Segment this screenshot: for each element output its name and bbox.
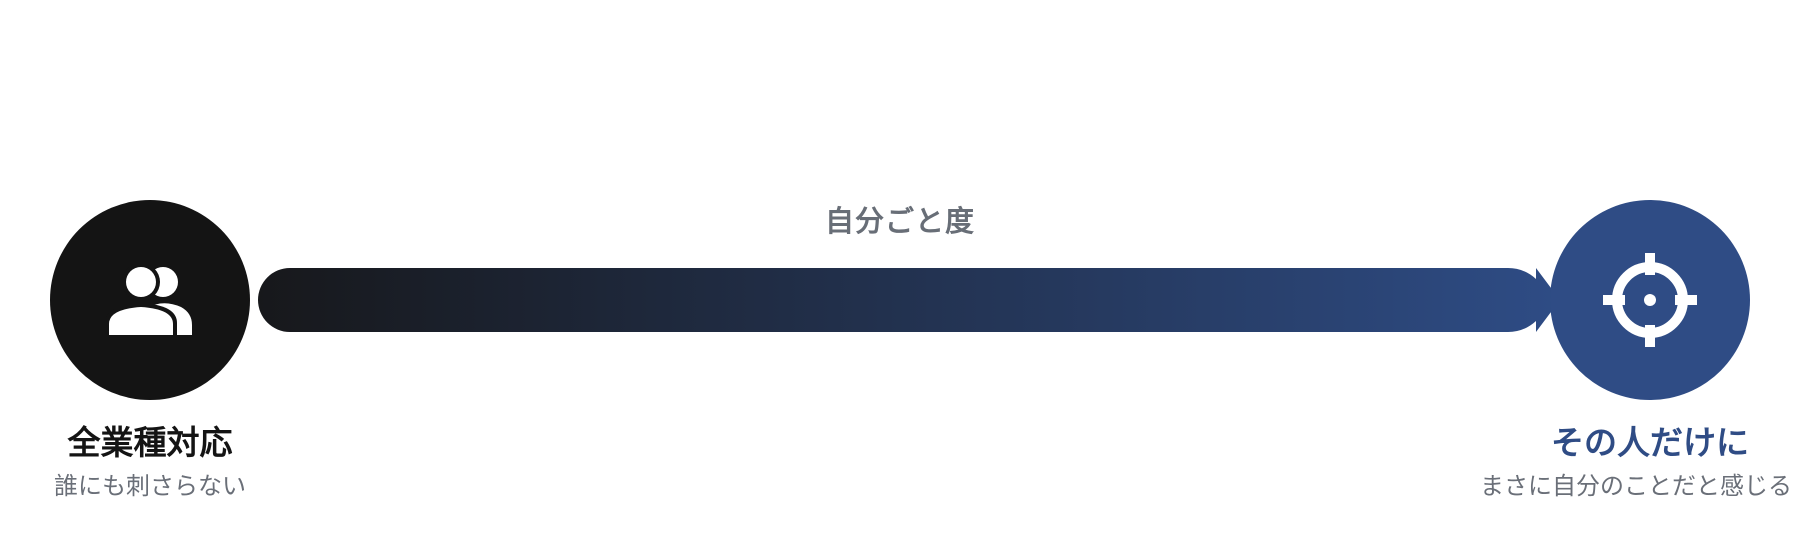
front-person	[105, 263, 177, 339]
start-subtitle: 誰にも刺さらない	[54, 472, 246, 500]
start-title: 全業種対応	[67, 423, 233, 462]
end-title: その人だけに	[1551, 423, 1749, 462]
spectrum-arrow	[258, 255, 1560, 345]
crosshair-target-icon	[1595, 245, 1705, 355]
arrow-shaft	[258, 268, 1560, 332]
generic-audience-node	[50, 200, 250, 400]
end-subtitle: まさに自分のことだと感じる	[1480, 472, 1792, 500]
targeted-audience-node	[1550, 200, 1750, 400]
users-icon	[95, 245, 205, 355]
axis-label: 自分ごと度	[824, 204, 975, 238]
